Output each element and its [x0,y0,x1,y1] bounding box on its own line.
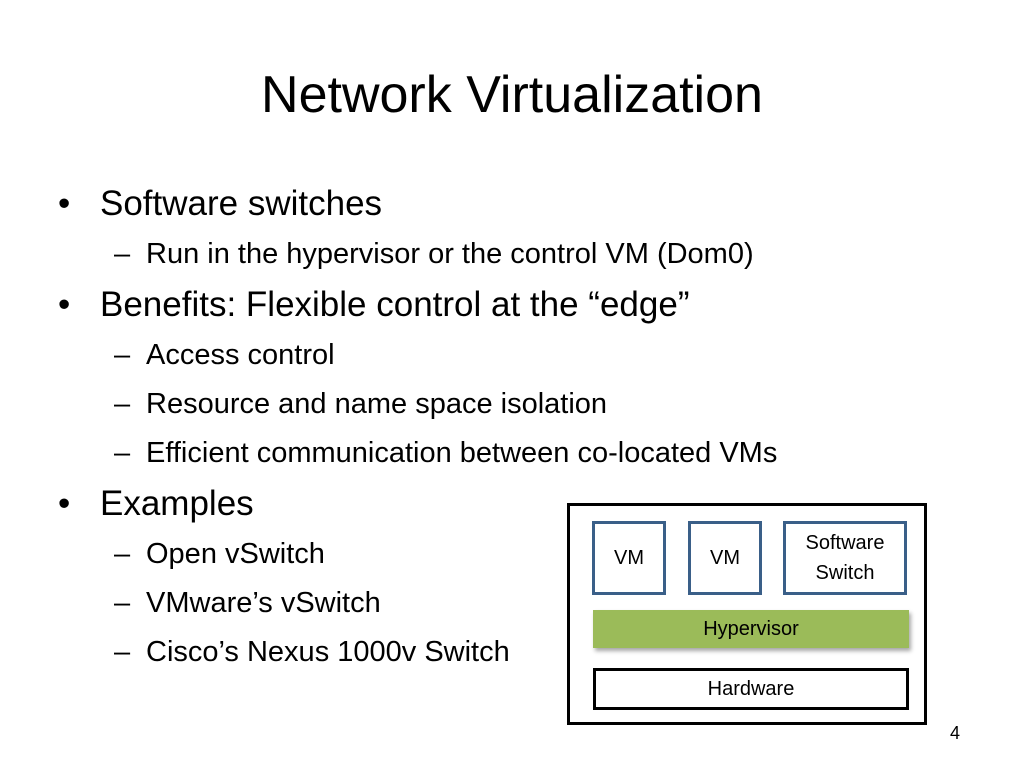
software-switch-label: Software Switch [805,532,885,584]
bullet-text: Software switches [100,184,383,223]
slide-title: Network Virtualization [261,66,763,124]
bullet-text: Examples [100,484,254,523]
sub-bullet-text: Open vSwitch [146,538,325,570]
bullet-text: Benefits: Flexible control at the “edge” [100,285,690,324]
bullet-marker: • [58,285,71,324]
sub-bullet-marker: – [114,437,131,469]
virtualization-diagram: VM VM Software Switch Hypervisor Hardwar… [567,503,927,725]
hypervisor-label: Hypervisor [703,617,799,640]
sub-bullet-hypervisor: – Run in the hypervisor or the control V… [58,230,958,279]
vm-box: VM [592,521,666,595]
sub-bullet-access-control: – Access control [58,331,958,380]
sub-bullet-text: Run in the hypervisor or the control VM … [146,238,754,270]
vm-box: VM [688,521,762,595]
sub-bullet-open-vswitch: – Open vSwitch [58,530,958,579]
bullet-examples: • Examples [58,478,958,530]
page-number: 4 [949,723,960,743]
sub-bullet-text: VMware’s vSwitch [146,587,381,619]
sub-bullet-text: Efficient communication between co-locat… [146,437,778,469]
vm-label: VM [710,547,740,569]
bullet-list: • Software switches – Run in the hypervi… [58,178,958,677]
bullet-marker: • [58,184,71,223]
sub-bullet-marker: – [114,388,131,420]
sub-bullet-text: Access control [146,339,335,371]
bullet-marker: • [58,484,71,523]
software-switch-box: Software Switch [783,521,907,595]
sub-bullet-text: Resource and name space isolation [146,388,608,420]
sub-bullet-communication: – Efficient communication between co-loc… [58,429,958,478]
sub-bullet-cisco-nexus: – Cisco’s Nexus 1000v Switch [58,628,958,677]
sub-bullet-vmware-vswitch: – VMware’s vSwitch [58,579,958,628]
sub-bullet-marker: – [114,636,131,668]
hypervisor-bar: Hypervisor [593,610,909,648]
vm-label: VM [614,547,644,569]
bullet-software-switches: • Software switches [58,178,958,230]
sub-bullet-isolation: – Resource and name space isolation [58,380,958,429]
sub-bullet-marker: – [114,587,131,619]
hardware-label: Hardware [707,677,795,700]
sub-bullet-marker: – [114,238,131,270]
sub-bullet-text: Cisco’s Nexus 1000v Switch [146,636,510,668]
bullet-benefits: • Benefits: Flexible control at the “edg… [58,279,958,331]
sub-bullet-marker: – [114,339,131,371]
hardware-box: Hardware [593,668,909,710]
sub-bullet-marker: – [114,538,131,570]
